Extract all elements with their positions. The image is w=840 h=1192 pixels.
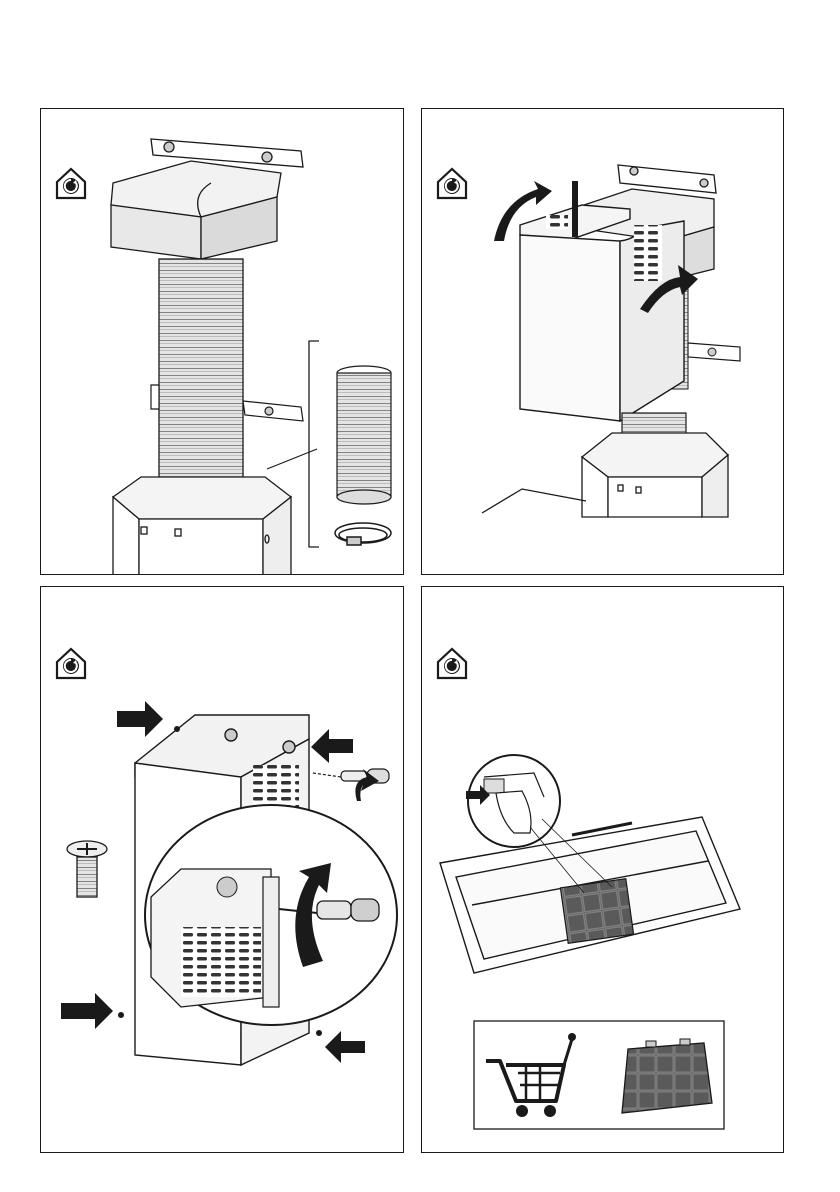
- flexible-hose: [159, 259, 243, 487]
- arrow-icon: [61, 993, 113, 1029]
- step-2-panel: [421, 108, 784, 575]
- hose-clamp-icon: [335, 523, 391, 545]
- screw-icon: [67, 841, 107, 897]
- detail-magnifier: [466, 755, 560, 847]
- arrow-icon: [311, 729, 353, 763]
- filter-insertion-illustration: [422, 587, 784, 1153]
- arrow-icon: [117, 701, 163, 737]
- detail-magnifier: [145, 805, 397, 1025]
- chimney-cover-illustration: [422, 109, 784, 575]
- air-outlet-box: [111, 161, 281, 259]
- wall-bracket: [151, 139, 303, 167]
- step-3-panel: [40, 586, 404, 1153]
- charcoal-filter: [560, 879, 633, 944]
- loose-hose-icon: [337, 366, 391, 504]
- chimney-fixing-illustration: [41, 587, 404, 1153]
- accessory-box: [474, 1021, 724, 1129]
- charcoal-filter-icon: [622, 1039, 712, 1113]
- step-4-panel: [421, 586, 784, 1153]
- ducting-hose-illustration: [41, 109, 404, 575]
- arrow-icon: [325, 1031, 365, 1063]
- step-1-panel: [40, 108, 404, 575]
- hood-body-top: [113, 477, 291, 575]
